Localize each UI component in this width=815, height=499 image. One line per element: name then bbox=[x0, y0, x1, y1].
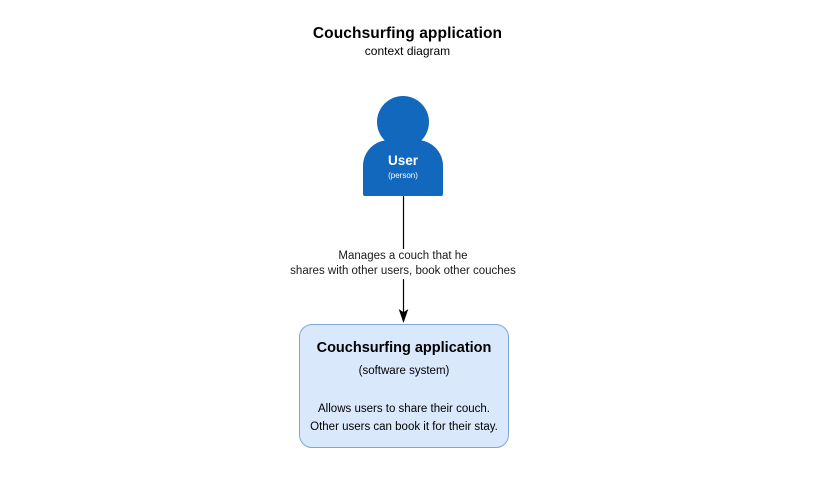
arrow-head-icon bbox=[398, 309, 409, 323]
relationship-label-line-2: shares with other users, book other couc… bbox=[253, 264, 553, 279]
software-system-node[interactable]: Couchsurfing application (software syste… bbox=[299, 324, 509, 448]
person-node-user[interactable]: User (person) bbox=[363, 96, 443, 196]
system-type-label: (software system) bbox=[358, 365, 450, 377]
person-type-label: (person) bbox=[388, 171, 418, 180]
system-description-line-2: Other users can book it for their stay. bbox=[310, 421, 498, 433]
relationship-label-line-1: Manages a couch that he bbox=[253, 249, 553, 264]
person-head-icon bbox=[377, 96, 429, 148]
page-subtitle: context diagram bbox=[364, 44, 451, 58]
person-label-group: User (person) bbox=[363, 152, 443, 182]
system-name-label: Couchsurfing application bbox=[316, 340, 492, 356]
person-body-icon bbox=[363, 140, 443, 196]
page-title: Couchsurfing application bbox=[312, 25, 503, 42]
system-description-line-1: Allows users to share their couch. bbox=[318, 403, 490, 415]
diagram-title-block: Couchsurfing application context diagram bbox=[0, 24, 815, 60]
system-description: Allows users to share their couch. Other… bbox=[300, 400, 508, 436]
relationship-label: Manages a couch that he shares with othe… bbox=[253, 249, 553, 279]
person-name-label: User bbox=[387, 153, 419, 168]
